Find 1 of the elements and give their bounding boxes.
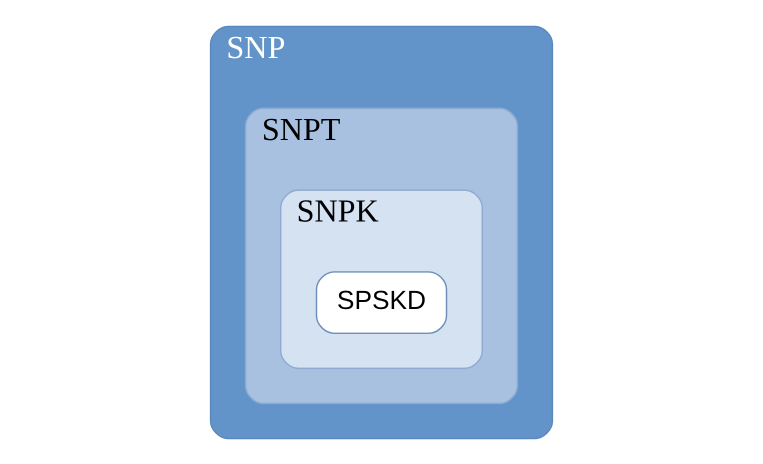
node-box: SPSKD [316,270,448,334]
